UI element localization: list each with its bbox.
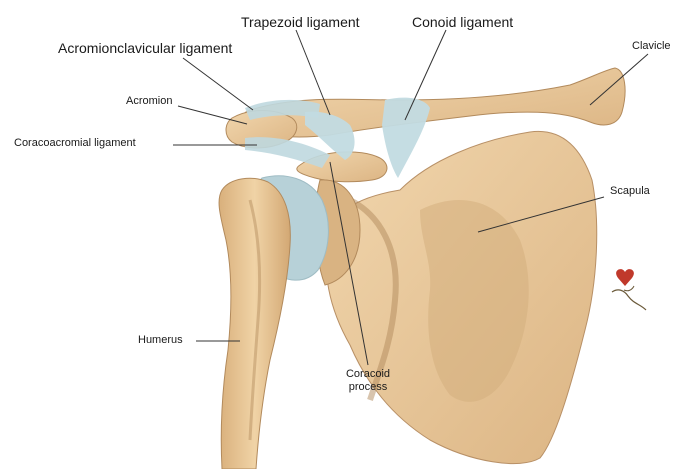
label-conoid-ligament: Conoid ligament xyxy=(412,14,513,30)
label-scapula: Scapula xyxy=(610,185,650,198)
label-coracoid-line2: process xyxy=(338,381,398,394)
label-acromioclavicular-ligament: Acromionclavicular ligament xyxy=(58,40,232,56)
leader-acromion xyxy=(178,106,247,124)
label-coracoid-line1: Coracoid xyxy=(338,368,398,381)
label-acromion: Acromion xyxy=(126,95,172,108)
label-coracoid-process: Coracoid process xyxy=(338,368,398,393)
label-humerus: Humerus xyxy=(138,334,183,347)
conoid-ligament xyxy=(382,98,430,178)
label-clavicle: Clavicle xyxy=(632,40,671,53)
label-trapezoid-ligament: Trapezoid ligament xyxy=(241,14,360,30)
heart-doodle-icon xyxy=(612,269,646,310)
coracoacromial-ligament xyxy=(245,137,330,168)
leader-acromioclavicular xyxy=(183,58,253,110)
label-coracoacromial-ligament: Coracoacromial ligament xyxy=(14,137,136,150)
